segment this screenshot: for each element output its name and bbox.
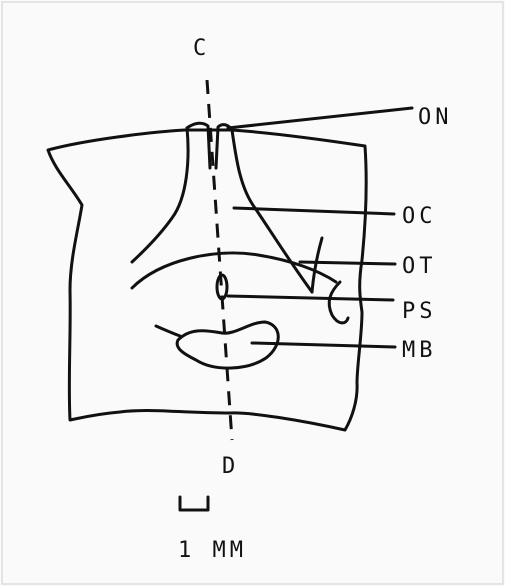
leader-line-ot — [300, 262, 395, 264]
tissue-section-outline — [48, 130, 366, 430]
optic-chiasm-outline — [132, 128, 188, 262]
scale-bar — [180, 497, 208, 510]
label-oc: OC — [402, 204, 437, 229]
label-ot: OT — [402, 254, 437, 279]
midline-axis-dashed — [207, 80, 232, 440]
axis-label-top: C — [193, 36, 210, 61]
optic-tract-curve — [329, 282, 348, 323]
leader-line-on — [228, 108, 412, 128]
scale-bar-label: 1 MM — [178, 538, 247, 563]
mammillary-small-curve — [156, 326, 180, 336]
leader-line-mb — [252, 343, 395, 347]
label-on: ON — [418, 105, 453, 130]
leader-line-ps — [228, 296, 393, 300]
optic-tract-hook — [312, 238, 322, 292]
label-ps: PS — [402, 299, 437, 324]
axis-label-bottom: D — [222, 454, 239, 479]
label-mb: MB — [402, 338, 437, 363]
mammillary-body-outline — [177, 322, 278, 368]
